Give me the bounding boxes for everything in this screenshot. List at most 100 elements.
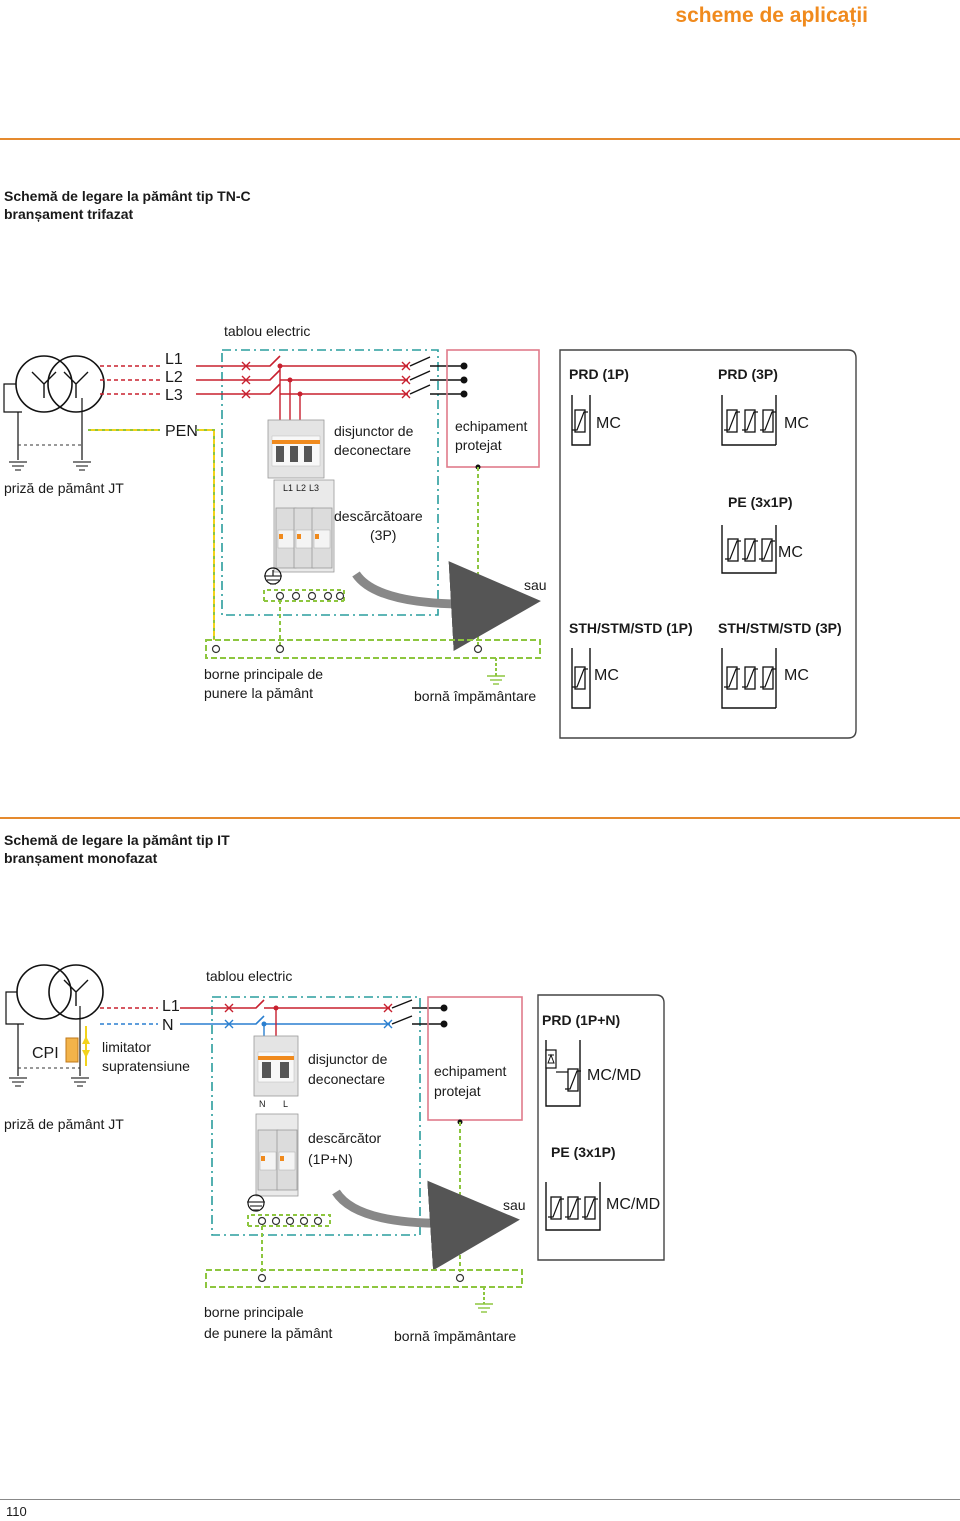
ground-icon <box>8 461 28 471</box>
sth-1p-mc-label: MC <box>594 667 619 684</box>
phase-label-l1: L1 <box>162 998 180 1015</box>
breaker-label-line2: deconectare <box>308 1071 385 1087</box>
neutral-label: N <box>162 1017 174 1034</box>
surge-arrester-3p-device <box>273 479 335 573</box>
breaker-label-line1: disjunctor de <box>334 423 414 439</box>
breaker-label-line1: disjunctor de <box>308 1051 388 1067</box>
main-terminals-label-line1: borne principale <box>204 1304 304 1320</box>
varistor-icon <box>758 538 776 562</box>
protected-label-line1: echipament <box>455 418 527 434</box>
sth-3p-mc-label: MC <box>784 667 809 684</box>
protected-equipment-box <box>427 996 523 1121</box>
main-terminals-label-line2: punere la pământ <box>204 685 313 701</box>
or-label: sau <box>503 1197 526 1213</box>
limiter-label-line2: supratensiune <box>102 1058 190 1074</box>
pen-label: PEN <box>165 423 198 440</box>
phase-label-l2: L2 <box>165 369 183 386</box>
protected-label-line2: protejat <box>434 1083 481 1099</box>
pe-mc-label: MC <box>778 544 803 561</box>
varistor-icon <box>723 409 741 433</box>
electric-board-outline <box>221 349 439 616</box>
ground-icon <box>8 1077 28 1087</box>
arrester-label-line2: (3P) <box>370 527 396 543</box>
pe-3x1p-title: PE (3x1P) <box>728 494 793 510</box>
sth-1p-title: STH/STM/STD (1P) <box>569 620 693 636</box>
varistor-icon <box>581 1196 599 1220</box>
section1-title-line2: branșament trifazat <box>4 206 134 222</box>
electric-board-outline <box>211 996 421 1236</box>
section2-title-line2: branșament monofazat <box>4 850 158 866</box>
earthing-terminal-label: bornă împământare <box>414 688 536 704</box>
sth-3p-title: STH/STM/STD (3P) <box>718 620 842 636</box>
product-reference-panel <box>559 349 857 739</box>
module-label-l: L <box>283 1099 288 1109</box>
varistor-icon <box>724 538 742 562</box>
section2-title-line1: Schemă de legare la pământ tip IT <box>4 832 230 848</box>
phase-label-l1: L1 <box>165 351 183 368</box>
pe-3x1p-title: PE (3x1P) <box>551 1144 616 1160</box>
section2-diagram: CPI limitator supratensiune L1 N priză d… <box>4 964 665 1344</box>
product-reference-panel <box>537 994 665 1261</box>
varistor-icon <box>741 409 759 433</box>
protected-label-line2: protejat <box>455 437 502 453</box>
section2-title: Schemă de legare la pământ tip IT branșa… <box>4 831 230 867</box>
earthing-terminal-icon <box>474 1303 494 1313</box>
ground-icon <box>72 461 92 471</box>
varistor-icon <box>564 1196 582 1220</box>
varistor-icon <box>741 666 759 690</box>
main-terminals-label-line1: borne principale de <box>204 666 323 682</box>
varistor-icon <box>723 666 741 690</box>
pe-mc-md-label: MC/MD <box>606 1196 660 1213</box>
flow-arrow <box>352 561 541 651</box>
prd-1p-title: PRD (1P) <box>569 366 629 382</box>
protected-label-line1: echipament <box>434 1063 506 1079</box>
protected-equipment-box <box>446 349 540 468</box>
varistor-icon <box>741 538 759 562</box>
varistor-icon <box>759 409 777 433</box>
or-label: sau <box>524 577 547 593</box>
page-number: 110 <box>6 1504 27 1519</box>
board-label: tablou electric <box>206 968 292 984</box>
main-terminals-label-line2: de punere la pământ <box>204 1325 333 1341</box>
prd-3p-title: PRD (3P) <box>718 366 778 382</box>
arrester-label-line2: (1P+N) <box>308 1151 353 1167</box>
earthing-terminal-label: bornă împământare <box>394 1328 516 1344</box>
section-divider-middle <box>0 817 960 819</box>
prd-1p-mc-label: MC <box>596 415 621 432</box>
limiter-label-line1: limitator <box>102 1039 151 1055</box>
main-earth-bar <box>205 639 541 659</box>
section1-title-line1: Schemă de legare la pământ tip TN-C <box>4 188 251 204</box>
main-earth-bar <box>205 1269 523 1288</box>
ground-icon <box>70 1077 90 1087</box>
section1-diagram: L1 L2 L3 PEN priză de pământ JT tablou e… <box>3 323 857 739</box>
prd-1pn-title: PRD (1P+N) <box>542 1012 620 1028</box>
module-label-l1: L1 <box>283 483 293 493</box>
varistor-icon <box>759 666 777 690</box>
page-header-title: scheme de aplicații <box>675 4 868 27</box>
breaker-label-line2: deconectare <box>334 442 411 458</box>
section-divider-top <box>0 138 960 140</box>
earth-socket-label: priză de pământ JT <box>4 480 124 496</box>
prd-3p-mc-label: MC <box>784 415 809 432</box>
varistor-icon <box>571 409 589 433</box>
cpi-device <box>65 1037 79 1063</box>
prd-1pn-mc-md-label: MC/MD <box>587 1067 641 1084</box>
protective-earth-icon <box>247 1194 265 1212</box>
varistor-icon <box>571 666 589 690</box>
board-label: tablou electric <box>224 323 310 339</box>
arrester-label-line1: descărcător <box>308 1130 381 1146</box>
varistor-icon <box>564 1068 582 1092</box>
module-label-l3: L3 <box>309 483 319 493</box>
disconnect-breaker-device <box>253 1035 299 1097</box>
transformer-symbol-1 <box>3 355 105 413</box>
transformer-symbol-2 <box>5 964 104 1025</box>
disconnect-breaker-device <box>267 419 325 479</box>
arrester-label-line1: descărcătoare <box>334 508 423 524</box>
earth-socket-label: priză de pământ JT <box>4 1116 124 1132</box>
flow-arrow <box>332 1180 520 1271</box>
section1-title: Schemă de legare la pământ tip TN-C bran… <box>4 187 251 223</box>
cpi-label: CPI <box>32 1045 59 1062</box>
earthing-terminal-icon <box>486 675 506 685</box>
module-label-l2: L2 <box>296 483 306 493</box>
